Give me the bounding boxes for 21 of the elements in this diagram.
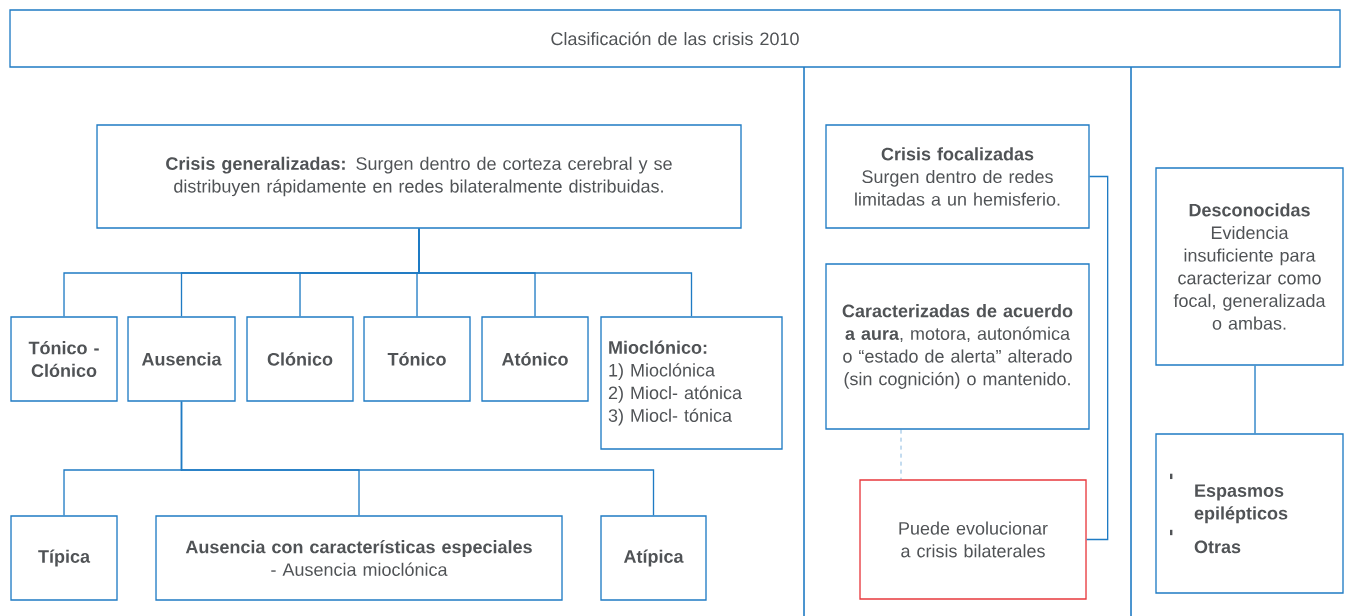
subtype-box: Típica (10, 515, 118, 601)
subtype-box: Atípica (600, 515, 707, 601)
type-box: Tónico - Clónico (10, 316, 118, 402)
type-box: Mioclónico: 1) Mioclónica 2) Miocl- atónica 3) Miocl- tónica (600, 316, 783, 450)
connector-line (1254, 365, 1256, 434)
bullet-list-box: Espasmos epilépticos Otras (1155, 433, 1344, 594)
category-box: Desconocidas Evidencia insuficiente para caracterizar como focal, generalizada o ambas. (1155, 167, 1344, 366)
connector-line (900, 429, 902, 480)
note-box: Puede evolucionar a crisis bilaterales (859, 479, 1087, 600)
connector-line (418, 228, 693, 317)
title-box: Clasificación de las crisis 2010 (9, 9, 1341, 68)
connector-line (1086, 175, 1109, 541)
category-box: Crisis focalizadas Surgen dentro de redes limitadas a un hemisferio. (825, 124, 1090, 229)
subtype-box: Ausencia con características especiales - Ausencia mioclónica (155, 515, 563, 601)
category-box: Crisis generalizadas: Surgen dentro de corteza cerebral y se distribuyen rápidamente en redes bilateralmente distribuidas. (96, 124, 742, 229)
type-box: Ausencia (127, 316, 236, 402)
connector-line (180, 401, 655, 516)
type-box: Clónico (246, 316, 354, 402)
type-box: Tónico (363, 316, 471, 402)
type-box: Atónico (481, 316, 589, 402)
description-box: Caracterizadas de acuerdo a aura, motora, autonómica o “estado de alerta” alterado (sin cognición) o mantenido. (825, 263, 1090, 430)
